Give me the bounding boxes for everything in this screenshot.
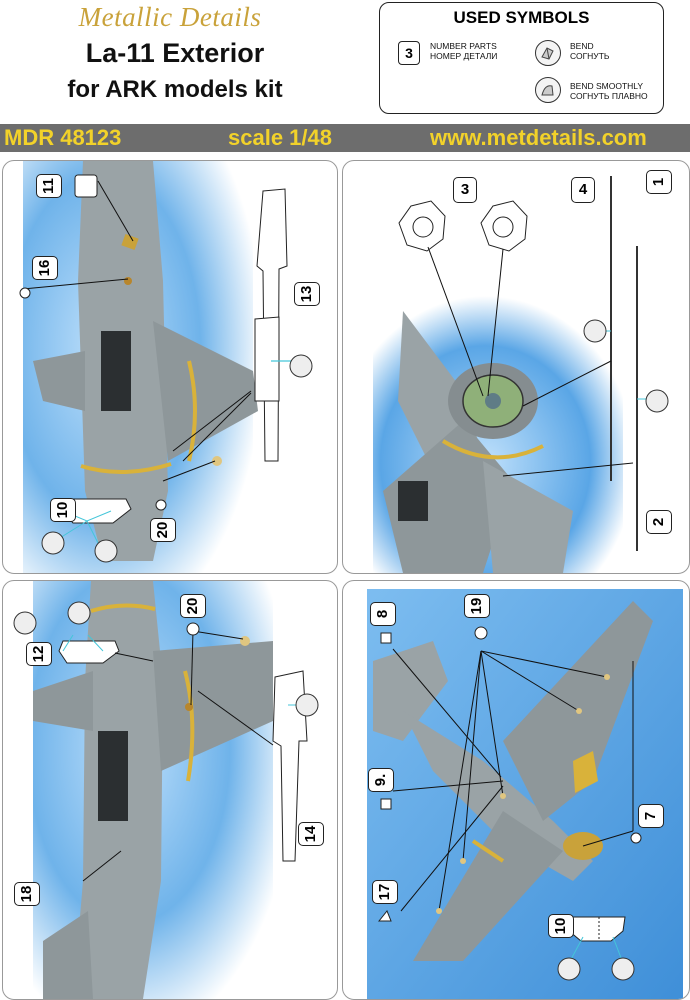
panel-step-3: 12 20 14 18	[2, 580, 338, 1000]
bend-icon	[535, 40, 561, 66]
part-label-1: 1	[646, 170, 672, 194]
page-title: La-11 Exterior	[85, 38, 265, 68]
part-label-3: 3	[453, 177, 477, 203]
number-symbol: 3	[398, 41, 420, 65]
panel-step-4: 8 19 9. 7 17 10	[342, 580, 690, 1000]
panel-step-2: 3 4 1 2	[342, 160, 690, 574]
part-label-14: 14	[298, 822, 324, 846]
bend-smoothly-label-ru: СОГНУТЬ ПЛАВНО	[570, 91, 648, 101]
part-label-20: 20	[150, 518, 176, 542]
page-subtitle: for ARK models kit	[67, 76, 283, 103]
part-label-19: 19	[464, 594, 490, 618]
part-label-10: 10	[50, 498, 76, 522]
part-label-7: 7	[638, 804, 664, 828]
part-label-17: 17	[372, 880, 398, 904]
part-label-2: 2	[646, 510, 672, 534]
symbols-title: USED SYMBOLS	[453, 8, 590, 27]
symbols-legend: USED SYMBOLS 3 NUMBER PARTS НОМЕР ДЕТАЛИ…	[379, 2, 664, 114]
part-label-13: 13	[294, 282, 320, 306]
part-label-20-b: 20	[180, 594, 206, 618]
number-label-en: NUMBER PARTS	[430, 41, 497, 51]
part-label-4: 4	[571, 177, 595, 203]
info-bar: MDR 48123 scale 1/48 www.metdetails.com	[0, 124, 690, 152]
part-label-8: 8	[370, 602, 396, 626]
product-code: MDR 48123	[4, 125, 122, 150]
bend-label-en: BEND	[570, 41, 594, 51]
part-label-9: 9.	[368, 768, 394, 792]
nose-photo	[373, 176, 669, 573]
bend-smoothly-label-en: BEND SMOOTHLY	[570, 81, 644, 91]
part-label-16: 16	[32, 256, 58, 280]
part-label-18: 18	[14, 882, 40, 906]
panel-step-1: 11 16 13 10 20	[2, 160, 338, 574]
website-link[interactable]: www.metdetails.com	[430, 125, 647, 150]
part-label-12: 12	[26, 642, 52, 666]
bend-smoothly-icon	[535, 77, 561, 103]
part-label-10-b: 10	[548, 914, 574, 938]
scale-label: scale 1/48	[228, 125, 332, 150]
underside-photo	[367, 589, 683, 999]
part-label-11: 11	[36, 174, 62, 198]
bend-label-ru: СОГНУТЬ	[570, 51, 610, 61]
number-label-ru: НОМЕР ДЕТАЛИ	[430, 51, 498, 61]
brand-logo: Metallic Details	[78, 2, 262, 32]
wing-root-photo	[13, 581, 319, 999]
